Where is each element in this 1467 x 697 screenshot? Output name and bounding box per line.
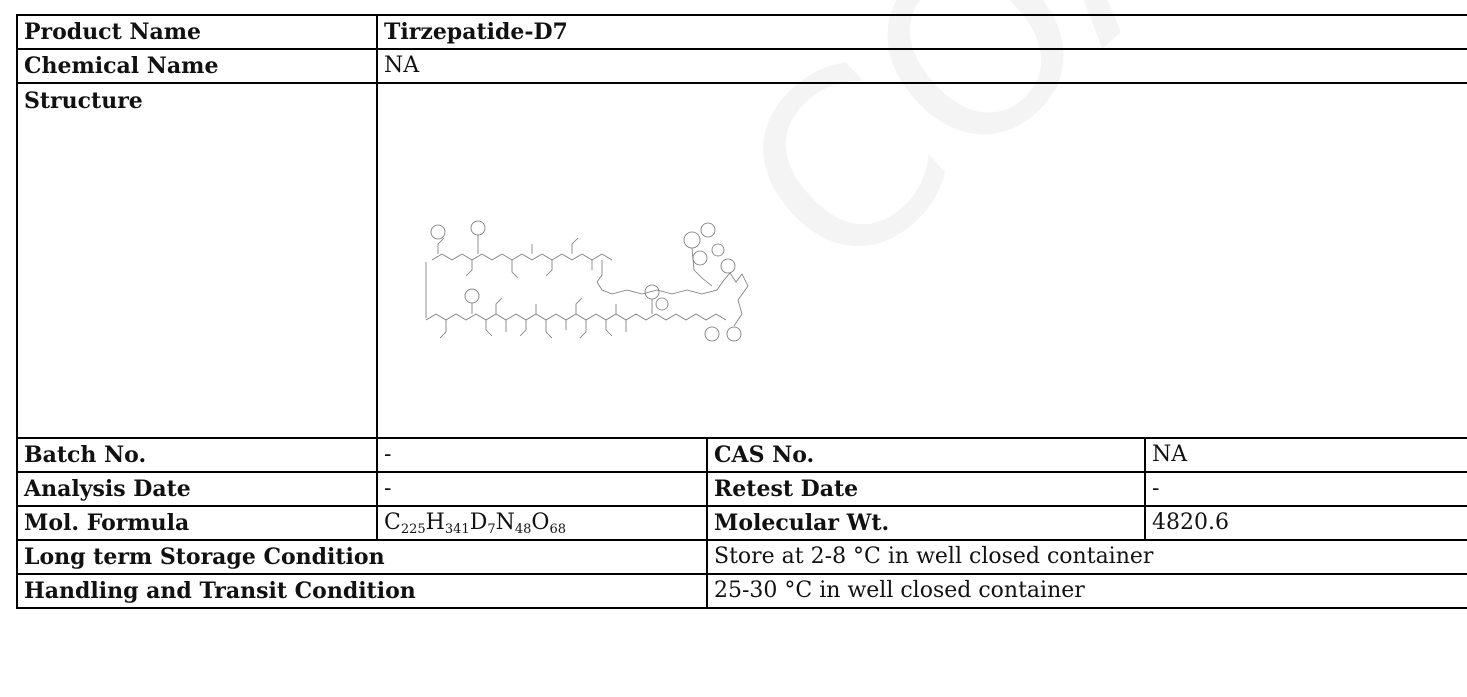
retest-date-label: Retest Date [706, 471, 1146, 507]
chemical-name-label: Chemical Name [16, 48, 378, 84]
batch-no-label: Batch No. [16, 437, 378, 473]
transit-condition-value: 25-30 °C in well closed container [705, 573, 1467, 609]
formula-element: D [469, 510, 488, 535]
formula-element: N [495, 510, 515, 535]
formula-count: 341 [444, 522, 470, 537]
formula-element: H [425, 510, 445, 535]
retest-date-value: - [1143, 471, 1467, 507]
coa-sheet: Product Name Tirzepatide-D7 Chemical Nam… [16, 14, 1467, 609]
formula-element: O [531, 510, 550, 535]
analysis-date-value: - [376, 471, 708, 507]
storage-condition-value: Store at 2-8 °C in well closed container [705, 539, 1467, 575]
chemical-name-value: NA [375, 48, 1467, 84]
chemical-structure-image [425, 220, 749, 342]
product-name-label: Product Name [16, 14, 378, 50]
transit-condition-label: Handling and Transit Condition [16, 573, 708, 609]
formula-count: 48 [514, 522, 532, 537]
mol-formula-label: Mol. Formula [16, 505, 378, 541]
formula-count: 68 [549, 522, 566, 537]
product-name-value: Tirzepatide-D7 [375, 14, 1467, 50]
cas-no-value: NA [1143, 437, 1467, 473]
batch-no-value: - [376, 437, 708, 473]
cas-no-label: CAS No. [706, 437, 1146, 473]
molecular-wt-value: 4820.6 [1143, 505, 1467, 541]
formula-count: 7 [487, 522, 496, 537]
storage-condition-label: Long term Storage Condition [16, 539, 708, 575]
structure-label: Structure [16, 82, 378, 439]
analysis-date-label: Analysis Date [16, 471, 378, 507]
molecular-wt-label: Molecular Wt. [706, 505, 1146, 541]
mol-formula-value: C225H341D7N48O68 [376, 505, 708, 541]
structure-cell [375, 82, 1467, 439]
product-info-table: Product Name Tirzepatide-D7 Chemical Nam… [16, 14, 1467, 609]
formula-count: 225 [400, 522, 426, 537]
formula-element: C [384, 510, 401, 535]
